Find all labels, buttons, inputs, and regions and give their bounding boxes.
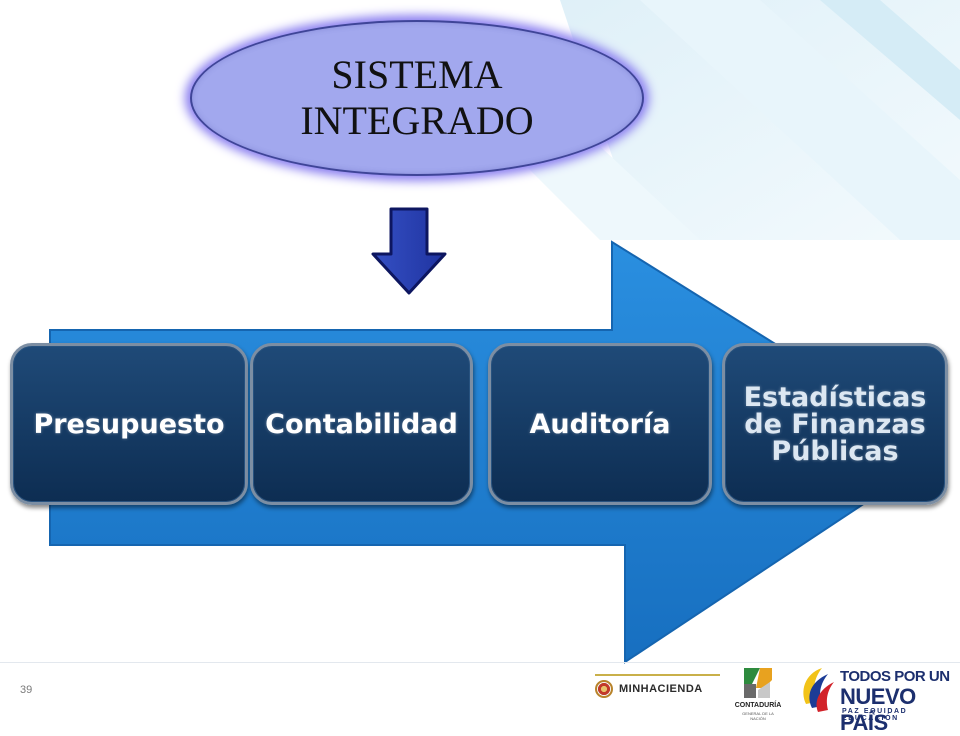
minhacienda-logo: MINHACIENDA	[595, 672, 720, 706]
step-label: Auditoría	[529, 408, 671, 440]
todos-por-un-nuevo-pais-logo: TODOS POR UN NUEVO PAÍS PAZ EQUIDAD EDUC…	[798, 664, 958, 735]
sistema-integrado-ellipse: SISTEMA INTEGRADO	[190, 20, 644, 176]
step-presupuesto: Presupuesto	[10, 343, 248, 505]
step-label: Contabilidad	[265, 408, 458, 440]
minhacienda-seal-icon	[595, 680, 613, 698]
step-label: Presupuesto	[33, 408, 225, 440]
todos-line1: TODOS POR UN	[840, 668, 950, 685]
page-number: 39	[20, 684, 33, 696]
todos-line3: PAZ EQUIDAD EDUCACIÓN	[842, 708, 908, 722]
minhacienda-bar	[595, 674, 720, 676]
step-auditoria: Auditoría	[488, 343, 712, 505]
step-estadisticas: Estadísticas de Finanzas Públicas	[722, 343, 948, 505]
flag-swoosh-icon	[803, 668, 834, 712]
step-label: Estadísticas de Finanzas Públicas	[743, 381, 927, 467]
contaduria-text: CONTADURÍA	[734, 702, 782, 709]
footer-divider	[0, 662, 960, 663]
minhacienda-text: MINHACIENDA	[619, 683, 703, 695]
contaduria-logo: CONTADURÍA GENERAL DE LA NACIÓN	[734, 664, 782, 721]
contaduria-logo-icon	[744, 668, 772, 698]
sistema-integrado-label: SISTEMA INTEGRADO	[300, 52, 534, 143]
down-arrow-icon	[371, 207, 447, 295]
contaduria-subtext: GENERAL DE LA NACIÓN	[742, 711, 774, 721]
step-contabilidad: Contabilidad	[250, 343, 473, 505]
